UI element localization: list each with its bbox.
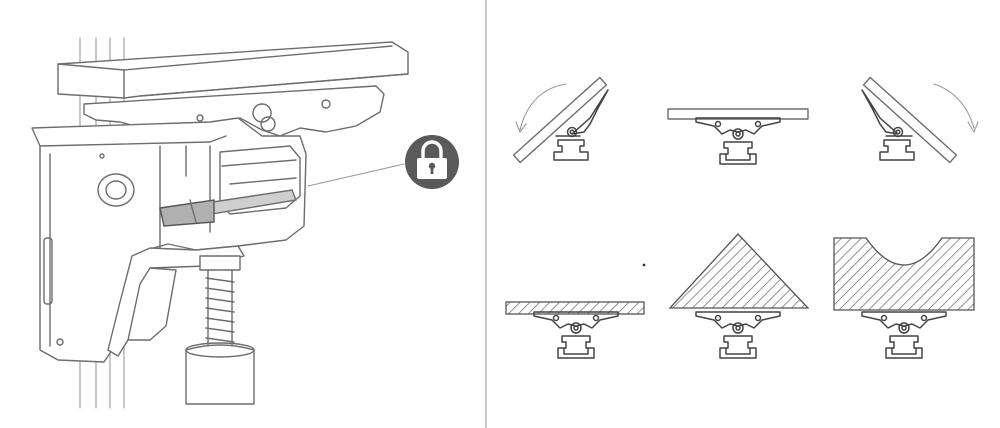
diagram-curved-workpiece bbox=[833, 237, 975, 359]
stray-dot bbox=[642, 263, 646, 267]
drill-press-illustration bbox=[31, 37, 409, 409]
clamp-lever bbox=[159, 189, 297, 227]
diagram-flat bbox=[667, 108, 809, 165]
lock-icon bbox=[405, 135, 459, 189]
diagram-flat-workpiece bbox=[505, 301, 645, 359]
diagram-tilted-right bbox=[861, 76, 979, 164]
diagram-triangular-workpiece bbox=[668, 233, 810, 359]
diagram-tilted-left bbox=[512, 76, 609, 164]
